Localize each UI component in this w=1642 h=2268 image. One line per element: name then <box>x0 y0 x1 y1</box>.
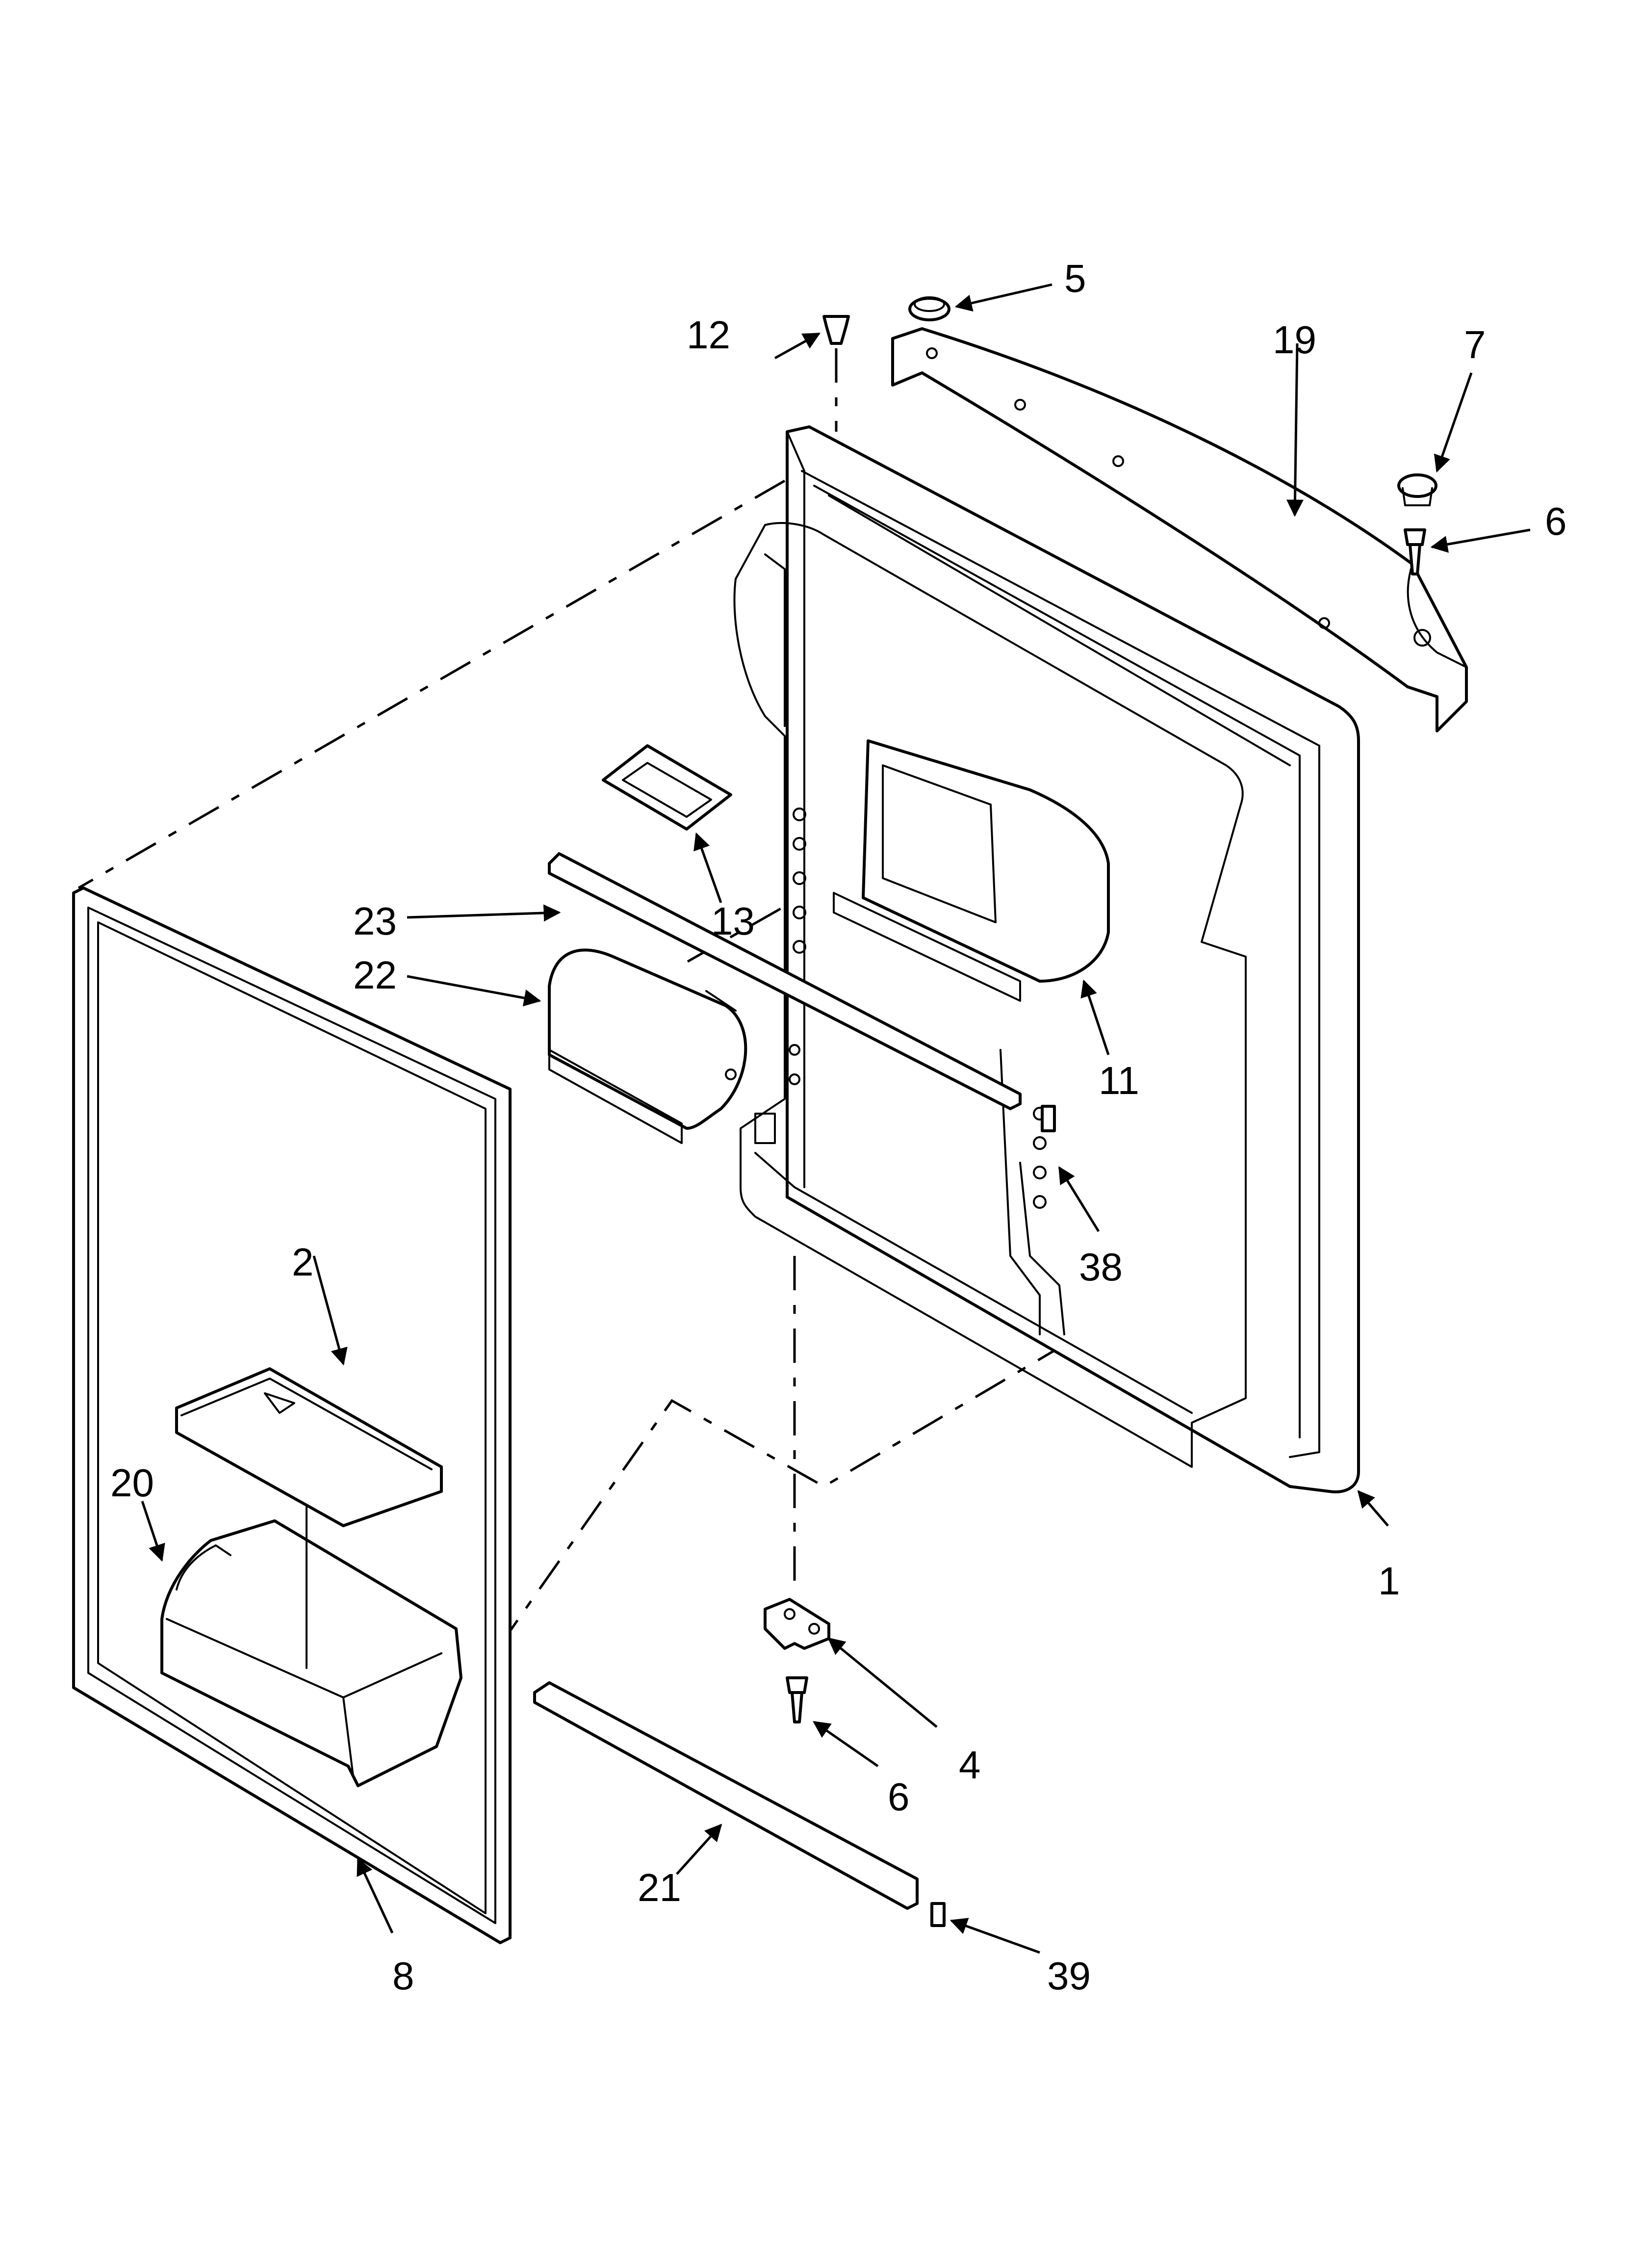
upper-door-bin <box>833 739 1110 1002</box>
callout-19: 19 <box>1273 318 1316 362</box>
callout-5: 5 <box>1064 257 1086 300</box>
callout-4: 4 <box>959 1743 981 1787</box>
callout-39: 39 <box>1047 1954 1091 1998</box>
trim-strip-lower <box>533 1681 919 1910</box>
callout-13: 13 <box>711 899 755 943</box>
callout-6b: 6 <box>888 1775 910 1819</box>
top-hinge-cover <box>891 327 1468 732</box>
screws <box>786 528 1426 1723</box>
callout-23: 23 <box>353 899 397 943</box>
clip-39 <box>930 1902 946 1927</box>
pin-12 <box>822 315 850 345</box>
callout-11: 11 <box>1099 1059 1139 1102</box>
dairy-door <box>548 948 747 1144</box>
callout-6a: 6 <box>1545 499 1567 543</box>
callout-1: 1 <box>1378 1559 1400 1603</box>
callout-12: 12 <box>687 313 730 357</box>
callout-21: 21 <box>638 1866 681 1909</box>
trim-strip-upper <box>548 852 1022 1110</box>
leader-arrows <box>141 283 1531 1954</box>
shelf-lid <box>175 1367 443 1527</box>
hinge <box>764 1598 830 1650</box>
clip-38 <box>1041 1105 1056 1132</box>
callout-2: 2 <box>292 1240 314 1284</box>
callout-7: 7 <box>1464 323 1486 366</box>
callout-22: 22 <box>353 953 397 997</box>
plug-5 <box>908 296 950 321</box>
cap-7 <box>1397 473 1437 506</box>
pad <box>602 744 732 831</box>
callout-8: 8 <box>392 1954 414 1998</box>
callout-20: 20 <box>110 1461 154 1505</box>
callout-38: 38 <box>1079 1245 1123 1289</box>
callout-labels: 5 12 19 7 6 13 23 22 11 38 2 20 1 4 6 21… <box>110 257 1567 1998</box>
door-bin <box>160 1505 462 1787</box>
